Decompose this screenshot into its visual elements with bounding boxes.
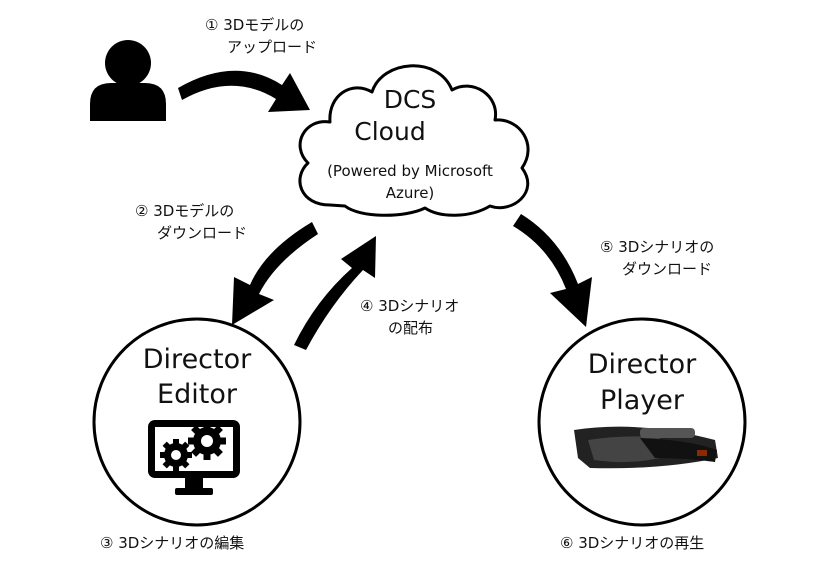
person-icon xyxy=(90,40,166,121)
editor-title-line2: Editor xyxy=(157,379,237,410)
cloud-sub-line2: Azure) xyxy=(385,184,435,202)
step3-label: ③ 3Dシナリオの編集 xyxy=(100,534,245,552)
step4-line2: の配布 xyxy=(388,319,434,337)
player-title-line2: Player xyxy=(599,385,685,416)
headset-icon xyxy=(574,426,718,469)
player-title-line1: Director xyxy=(587,349,697,380)
step4-line1: ④ 3Dシナリオ xyxy=(360,297,460,315)
player-circle xyxy=(537,317,747,527)
step4-label: ④ 3Dシナリオ の配布 xyxy=(360,295,459,339)
arrow-scenario-download xyxy=(513,214,592,327)
step6-label: ⑥ 3Dシナリオの再生 xyxy=(560,534,705,552)
cloud-name-line2: Cloud xyxy=(354,117,426,146)
step5-label: ⑤ 3Dシナリオの ダウンロード xyxy=(600,236,714,280)
arrow-scenario-distribute xyxy=(294,236,376,350)
step1-line1: ① 3Dモデルの xyxy=(205,16,305,34)
step5-line2: ダウンロード xyxy=(622,260,713,278)
arrow-upload xyxy=(178,70,310,112)
editor-title-line1: Director xyxy=(142,344,252,375)
cloud-sub-line1: (Powered by Microsoft xyxy=(327,162,493,180)
cloud-shape xyxy=(298,64,530,217)
gear-monitor-icon xyxy=(148,420,240,495)
step2-line2: ダウンロード xyxy=(157,224,248,242)
step2-line1: ② 3Dモデルの xyxy=(135,202,235,220)
step5-line1: ⑤ 3Dシナリオの xyxy=(600,238,715,256)
arrow-model-download xyxy=(232,222,318,325)
step2-label: ② 3Dモデルの ダウンロード xyxy=(135,200,247,244)
step1-line2: アップロード xyxy=(227,38,318,56)
cloud-name-line1: DCS xyxy=(383,85,437,114)
step1-label: ① 3Dモデルの アップロード xyxy=(205,14,317,58)
